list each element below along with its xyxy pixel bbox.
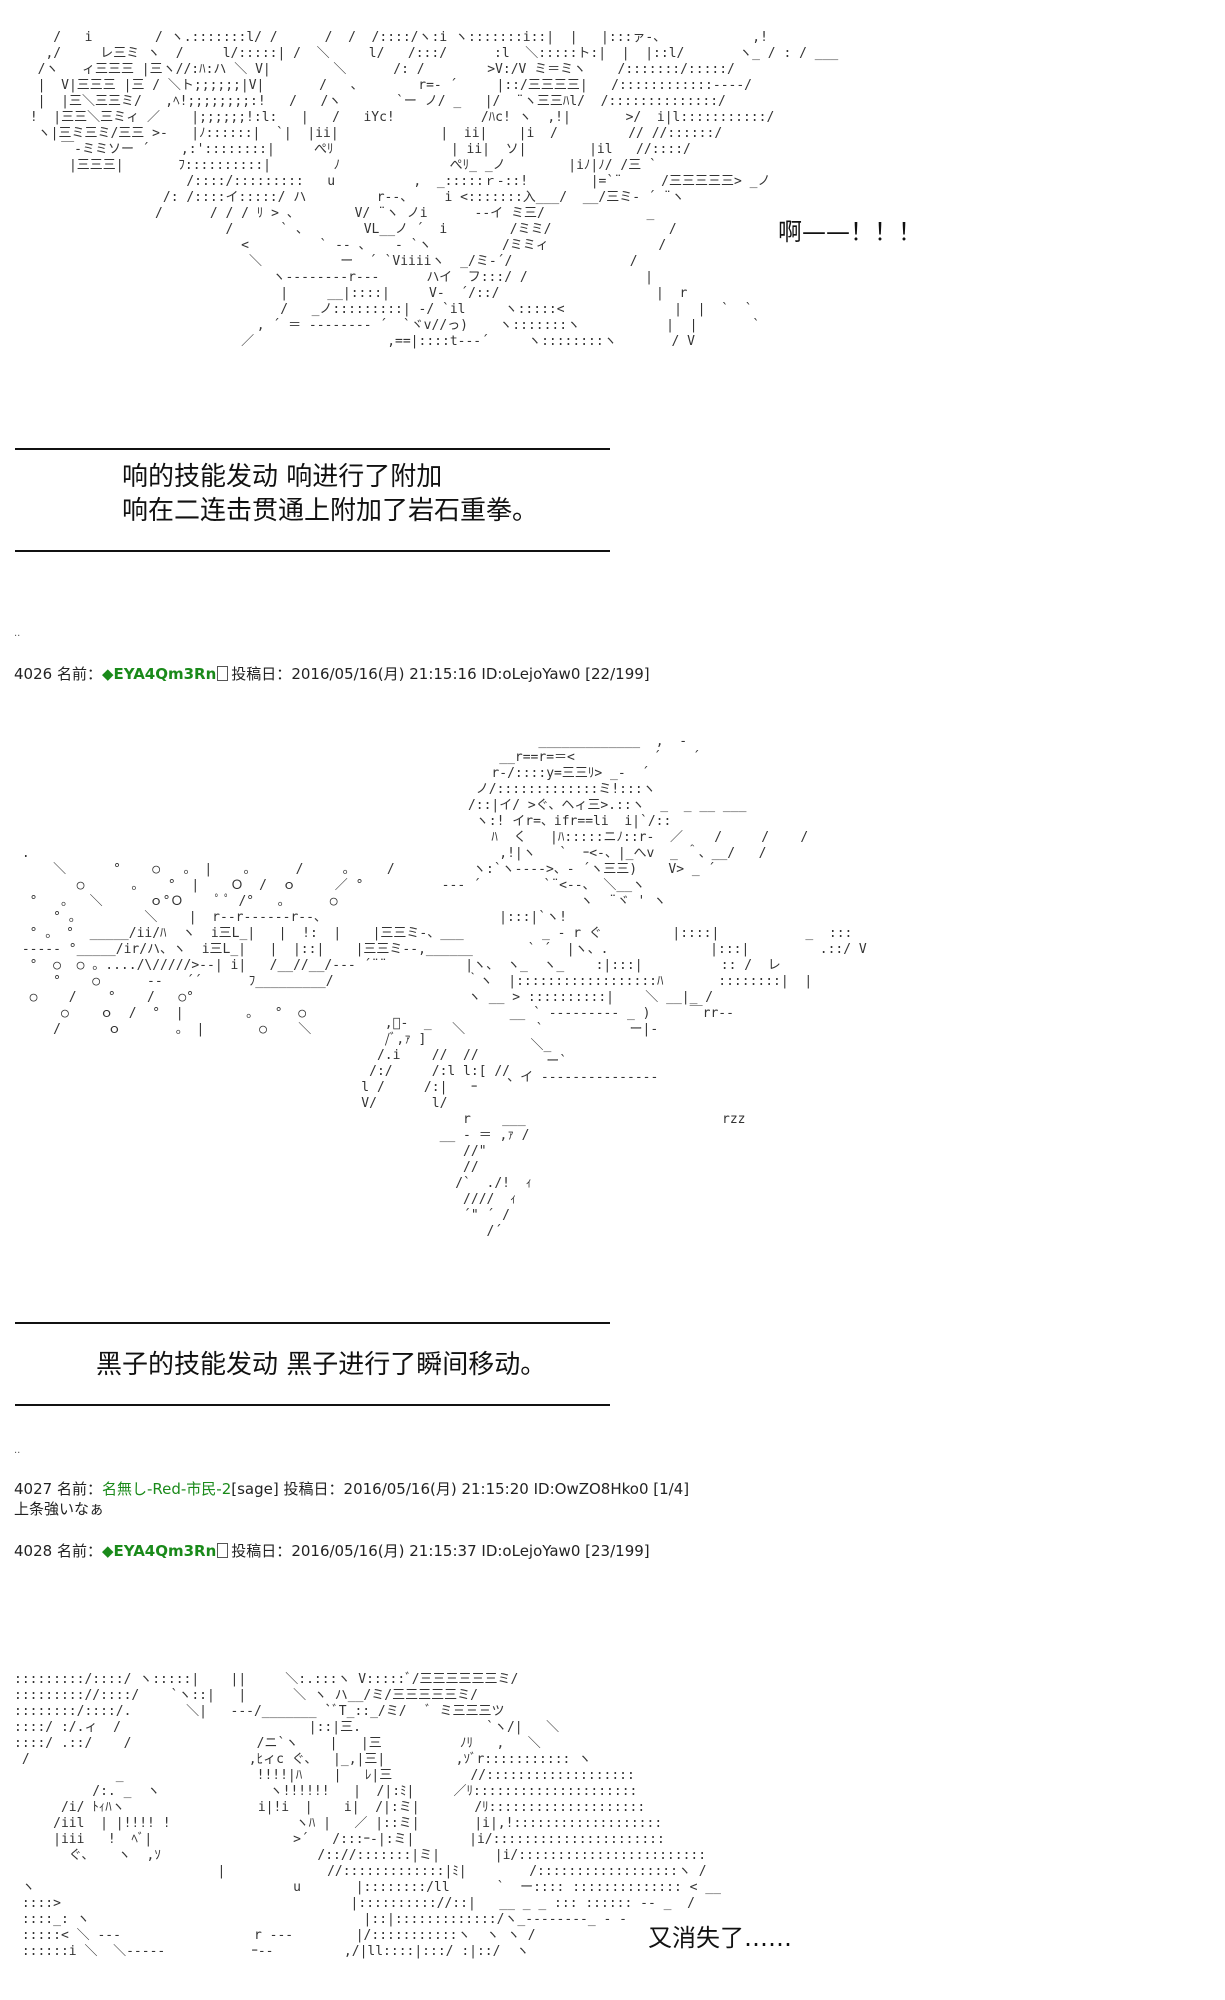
mail-box-icon — [217, 666, 229, 681]
date-label: 投稿日： — [231, 1542, 292, 1560]
poster-trip[interactable]: ◆EYA4Qm3Rn — [101, 665, 217, 683]
post-date: 2016/05/16(月) 21:15:37 — [291, 1542, 477, 1560]
ascii-art-panel-3: :::::::::/::::/ ヽ:::::| || ＼:.:::ヽ V::::… — [14, 1672, 721, 1959]
poster-trip[interactable]: ◆EYA4Qm3Rn — [101, 1542, 217, 1560]
shout-text-1: 啊——！！！ — [778, 218, 922, 246]
name-label: 名前： — [56, 665, 102, 683]
caption-text-3: 又消失了…… — [648, 1924, 792, 1952]
narration-box-1: 响的技能发动 响进行了附加 响在二连击贯通上附加了岩石重拳。 — [122, 460, 538, 528]
name-label: 名前： — [56, 1480, 102, 1498]
narration-line-1: 响的技能发动 响进行了附加 — [122, 462, 443, 492]
date-label: 投稿日： — [231, 665, 292, 683]
post-header-4027: 4027 名前：名無し-Red-市民-2[sage] 投稿日：2016/05/1… — [14, 1478, 689, 1499]
post-number: 4027 — [14, 1480, 53, 1498]
post-header-4028: 4028 名前：◆EYA4Qm3Rn 投稿日：2016/05/16(月) 21:1… — [14, 1540, 650, 1561]
post-body-4027: 上条強いなぁ — [14, 1500, 105, 1518]
poster-name[interactable]: 名無し-Red-市民-2 — [101, 1480, 232, 1498]
narration-box-2: 黑子的技能发动 黑子进行了瞬间移动。 — [96, 1350, 547, 1380]
post-count: [1/4] — [653, 1480, 690, 1498]
ascii-art-panel-1: / i / ヽ.:::::::l/ / / / /::::/ヽ:i ヽ:::::… — [29, 30, 839, 349]
post-count: [23/199] — [585, 1542, 650, 1560]
narration-top-rule-1 — [15, 448, 610, 450]
post-number: 4028 — [14, 1542, 53, 1560]
narration-line-2: 响在二连击贯通上附加了岩石重拳。 — [122, 496, 539, 526]
name-label: 名前： — [56, 1542, 102, 1560]
narration-bottom-rule-2 — [15, 1404, 610, 1406]
poster-id[interactable]: ID:oLejoYaw0 — [481, 1542, 581, 1560]
trailing-text: rzz — [722, 1112, 746, 1127]
post-date: 2016/05/16(月) 21:15:20 — [343, 1480, 529, 1498]
poster-id[interactable]: ID:OwZO8Hko0 — [533, 1480, 649, 1498]
separator-dots-1: .. — [14, 628, 21, 639]
separator-dots-2: .. — [14, 1445, 21, 1456]
ascii-art-panel-2: _____________ , - __r==r=＝< ´ ´ r-/::::y… — [21, 734, 867, 1085]
narration-bottom-rule-1 — [15, 550, 610, 552]
post-date: 2016/05/16(月) 21:15:16 — [291, 665, 477, 683]
poster-id[interactable]: ID:oLejoYaw0 — [481, 665, 581, 683]
post-header-4026: 4026 名前：◆EYA4Qm3Rn 投稿日：2016/05/16(月) 21:1… — [14, 663, 650, 684]
post-count: [22/199] — [585, 665, 650, 683]
date-label: 投稿日： — [283, 1480, 344, 1498]
ascii-art-panel-2-lower: ,ﾞ- _ /ﾞ,ｧ ] /.i // // /:/ /:l l:[ // l … — [361, 1016, 533, 1239]
mail-box-icon — [217, 1543, 229, 1558]
sage-tag: [sage] — [231, 1480, 279, 1498]
post-number: 4026 — [14, 665, 53, 683]
narration-top-rule-2 — [15, 1322, 610, 1324]
